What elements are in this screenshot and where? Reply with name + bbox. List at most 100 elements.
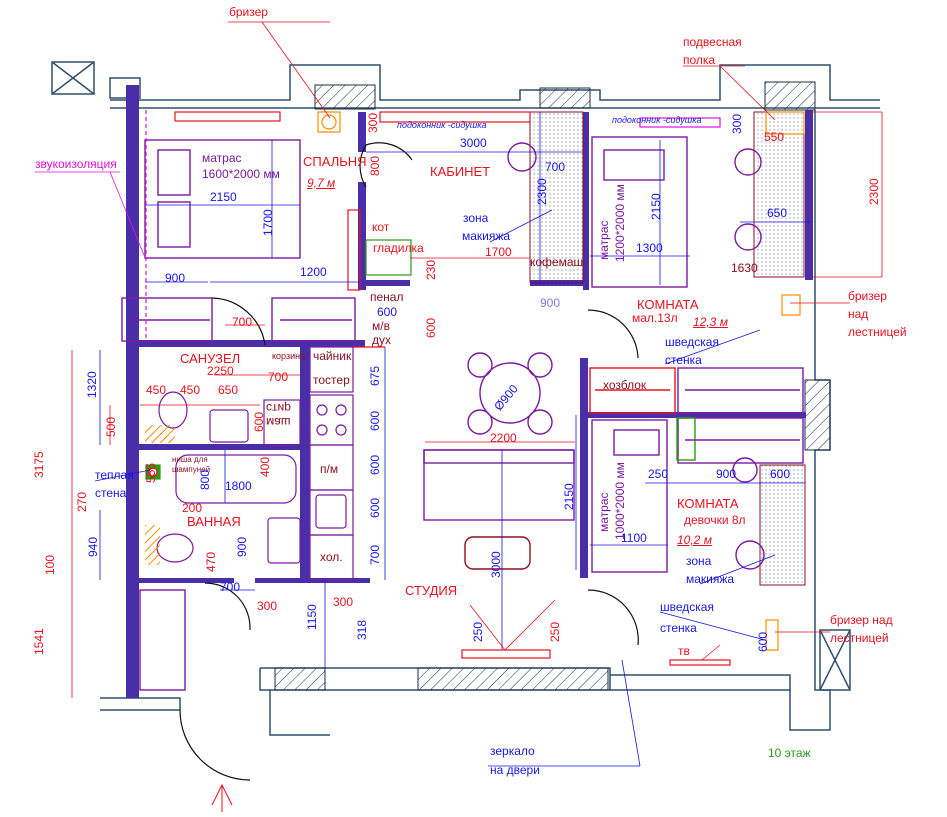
kettle-label: чайник: [313, 349, 352, 363]
mattress-label: матрас: [202, 151, 242, 165]
dimension-label: 700: [368, 544, 382, 565]
dimension-label: 1700: [485, 245, 512, 259]
girls-room-area: 10,2 м: [677, 533, 712, 547]
dimension-label: 1700: [261, 209, 275, 236]
dimension-label: 2250: [207, 364, 234, 378]
wall-bars-label: шведская: [665, 335, 719, 349]
dimension-label: 300: [366, 112, 380, 133]
doors: [179, 142, 639, 781]
dimension-label: 600: [252, 411, 266, 432]
dimension-label: 300: [730, 113, 744, 134]
warm-wall-label: теплая: [95, 468, 134, 482]
oven-label: дух: [372, 333, 392, 347]
small-room-subtitle: мал.13л: [632, 311, 678, 325]
dimension-label: 700: [268, 370, 289, 384]
dimension-label: 230: [424, 259, 438, 280]
shampoo-niche-label: ниша для: [172, 455, 208, 464]
dimension-label: 3000: [460, 136, 487, 150]
wall-bars-label-2: стенка: [665, 353, 702, 367]
dimension-label: 2150: [649, 193, 663, 220]
beds: [144, 136, 688, 573]
washer-label: стир: [266, 401, 291, 415]
mirror-label-2: на двери: [490, 763, 540, 777]
dimension-label: 700: [545, 160, 566, 174]
dimension-label: 270: [75, 491, 89, 512]
dimension-label: 675: [368, 365, 382, 386]
mirror-label: зеркало: [490, 744, 535, 758]
girls-room-subtitle: девочки 8л: [684, 513, 746, 527]
dimension-label: 1541: [32, 628, 46, 655]
mattress-2-label: матрас: [597, 220, 611, 260]
dimension-label: 900: [540, 296, 561, 310]
room-label-studio: СТУДИЯ: [405, 583, 458, 598]
dimension-label: 1300: [636, 241, 663, 255]
warm-wall-label-2: стена: [95, 486, 127, 500]
dimension-label: 450: [180, 383, 201, 397]
brizer-right-label-2: над: [848, 307, 869, 321]
mattress-2-size-label: 1200*2000 мм: [613, 184, 627, 262]
dimension-label: 470: [204, 551, 218, 572]
tv-label: тв: [678, 644, 690, 658]
coffee-machine-label: кофемаш: [530, 255, 584, 269]
dimension-label: 600: [377, 305, 398, 319]
room-label-wc: САНУЗЕЛ: [180, 351, 241, 366]
dimension-label: 450: [146, 383, 167, 397]
dimension-label: 800: [368, 155, 382, 176]
dimension-label: 900: [235, 536, 249, 557]
basket-label: корзина: [272, 351, 306, 361]
brizer-bottom-label-2: лестницей: [830, 631, 889, 645]
makeup-zone-girls-label: зона: [686, 554, 712, 568]
dishwasher-label: п/м: [320, 462, 339, 476]
dimension-label: 250: [471, 621, 485, 642]
dimension-label: 1100: [621, 531, 647, 545]
dimension-label: 650: [218, 383, 239, 397]
dimension-label: 250: [648, 467, 669, 481]
storage-label: хозблок: [603, 378, 647, 392]
dimension-label: 300: [257, 599, 278, 613]
pencil-case-label: пенал: [370, 290, 404, 304]
dimension-label: 700: [220, 580, 241, 594]
room-label-small-room: КОМНАТА: [637, 297, 699, 312]
dining-table: [467, 142, 765, 570]
dimension-label: 2150: [210, 190, 237, 204]
microwave-label: м/в: [372, 319, 390, 333]
room-label-office: КАБИНЕТ: [430, 164, 491, 179]
dimension-lines: [99, 112, 810, 668]
dimension-label: 500: [104, 416, 118, 437]
wall-bars-girls-label: шведская: [660, 600, 714, 614]
dimension-label: 100: [43, 554, 57, 575]
dimension-label: 200: [182, 501, 203, 515]
brizer-bottom-label: бризер над: [830, 613, 893, 627]
dimension-label: 700: [232, 315, 253, 329]
dimension-label: 800: [198, 469, 212, 490]
floor-label: 10 этаж: [768, 746, 811, 760]
dimension-label: 900: [165, 271, 186, 285]
dimension-label: 550: [764, 130, 785, 144]
dimension-label: 1630: [731, 261, 758, 275]
mattress-size-label: 1600*2000 мм: [202, 167, 280, 181]
room-label-bathroom: ВАННАЯ: [187, 514, 241, 529]
room-label-bedroom: СПАЛЬНЯ: [303, 154, 367, 169]
mattress-3-label: матрас: [597, 492, 611, 532]
dimension-label: 940: [86, 536, 100, 557]
brizer-right-label: бризер: [848, 289, 887, 303]
north-arrow-icon: [211, 783, 233, 812]
hatched-columns: [274, 81, 831, 691]
brizer-right-label-3: лестницей: [848, 325, 907, 339]
dimension-label: 318: [355, 619, 369, 640]
room-label-girls-room: КОМНАТА: [677, 496, 739, 511]
dimension-label: 600: [424, 317, 438, 338]
dimension-label: 600: [770, 467, 791, 481]
window-sills: [145, 110, 805, 666]
boiler-label: кот: [372, 220, 390, 234]
wall-bars-girls-label-2: стенка: [660, 621, 697, 635]
dimension-label: 2200: [490, 431, 517, 445]
small-room-area: 12,3 м: [693, 315, 728, 329]
leader-lines-blue: [94, 209, 776, 767]
kitchen-run: [309, 346, 385, 581]
dimension-label: 300: [333, 595, 354, 609]
dimension-label: 600: [368, 454, 382, 475]
sill-seat-label-2: подоконник -сидушка: [612, 115, 702, 125]
